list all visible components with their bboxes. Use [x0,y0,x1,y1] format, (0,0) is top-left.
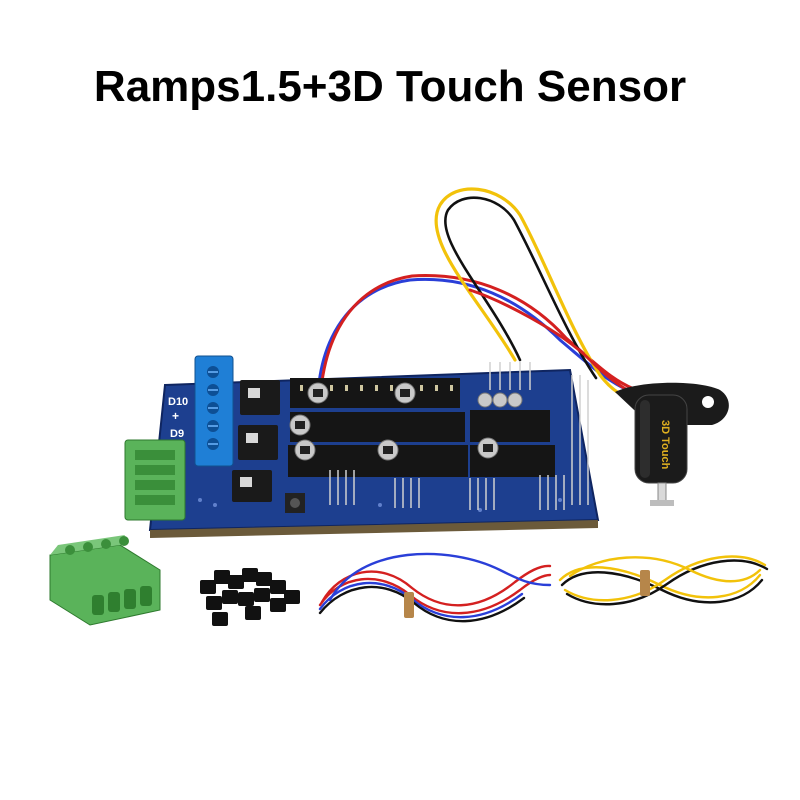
page-title: Ramps1.5+3D Touch Sensor [93,62,687,111]
label-d10: D10 [168,396,188,408]
sensor-label: 3D Touch [659,420,671,470]
stepper-cable [318,552,552,623]
capacitors [289,382,523,461]
sensor-cable-loop [316,187,647,472]
touch-sensor: 3D Touch [615,382,729,506]
green-terminal-block [49,535,161,626]
label-plus-1: + [172,409,179,423]
green-terminal-mounted [124,439,186,521]
sensor-cable [558,555,769,606]
jumper-caps [200,568,300,626]
blue-screw-terminal [194,355,234,467]
mosfets [232,380,280,502]
ramps-board: D10 + D9 + [124,355,600,538]
pin-headers [329,362,589,510]
label-d9: D9 [170,428,184,440]
